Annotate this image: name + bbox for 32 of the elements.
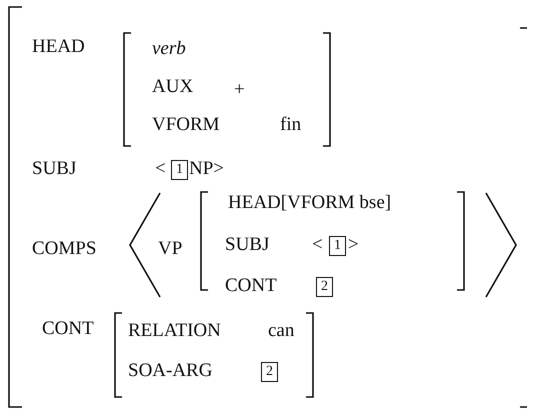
feature-text: HEAD[VFORM bse] <box>228 193 392 212</box>
feature-text: > <box>348 235 359 254</box>
feature-text: VP <box>158 239 182 258</box>
feature-text: < <box>312 235 323 254</box>
tag-number: 2 <box>266 365 273 379</box>
feature-text: COMPS <box>32 239 96 258</box>
attribute-value-matrix <box>8 6 528 408</box>
feature-text: SUBJ <box>32 159 76 178</box>
angle-bracket-list <box>128 192 518 298</box>
tag-box <box>261 362 278 382</box>
tag-box <box>171 160 188 180</box>
tag-box <box>329 236 346 256</box>
feature-text: can <box>268 321 294 340</box>
feature-text: + <box>234 80 245 99</box>
attribute-value-matrix <box>114 312 314 398</box>
feature-text: CONT <box>42 319 94 338</box>
feature-text: CONT <box>225 276 277 295</box>
tag-number: 2 <box>321 280 328 294</box>
feature-text: SUBJ <box>225 235 270 254</box>
feature-text: AUX <box>152 77 194 96</box>
feature-text: SOA-ARG <box>128 361 212 380</box>
attribute-value-matrix <box>123 32 331 147</box>
tag-box <box>316 277 333 297</box>
tag-number: 1 <box>334 239 341 253</box>
feature-text: RELATION <box>128 321 221 340</box>
feature-text: NP> <box>189 159 224 178</box>
feature-text: VFORM <box>152 115 220 134</box>
feature-text: HEAD <box>32 37 85 56</box>
feature-text: fin <box>280 115 302 134</box>
feature-text: verb <box>152 39 186 58</box>
feature-text: < <box>155 159 166 178</box>
tag-number: 1 <box>176 163 183 177</box>
